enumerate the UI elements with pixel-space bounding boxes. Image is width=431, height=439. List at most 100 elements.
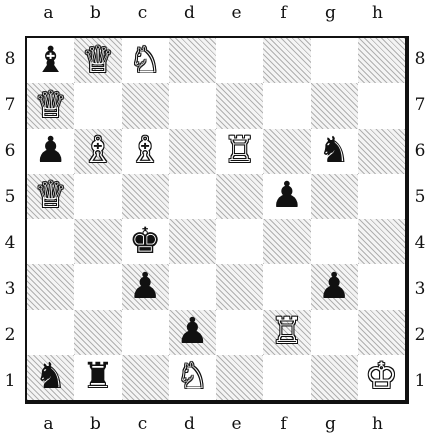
white-rook-icon[interactable]: ♖ [223,133,255,169]
white-king-icon[interactable]: ♔ [365,359,397,395]
black-pawn-icon[interactable]: ♟ [318,269,350,305]
rank-label-right-5: 5 [413,174,427,221]
black-bishop-icon[interactable]: ♝ [34,43,66,79]
square-g4[interactable] [311,219,358,264]
file-label-top-a: a [25,5,72,22]
square-a6[interactable]: ♟ [27,129,74,174]
file-label-bottom-d: d [166,416,213,433]
square-f4[interactable] [263,219,310,264]
black-king-icon[interactable]: ♚ [129,224,161,260]
square-d5[interactable] [169,174,216,219]
black-knight-icon[interactable]: ♞ [318,133,350,169]
square-c2[interactable] [122,310,169,355]
file-label-top-e: e [213,5,260,22]
square-h4[interactable] [358,219,405,264]
square-e2[interactable] [216,310,263,355]
square-e8[interactable] [216,38,263,83]
square-a4[interactable] [27,219,74,264]
square-e6[interactable]: ♖ [216,129,263,174]
square-b2[interactable] [74,310,121,355]
square-h1[interactable]: ♔ [358,355,405,400]
square-e4[interactable] [216,219,263,264]
square-h8[interactable] [358,38,405,83]
white-bishop-icon[interactable]: ♗ [129,133,161,169]
square-d3[interactable] [169,264,216,309]
square-f3[interactable] [263,264,310,309]
square-b4[interactable] [74,219,121,264]
black-pawn-icon[interactable]: ♟ [176,314,208,350]
rank-label-right-3: 3 [413,266,427,313]
white-rook-icon[interactable]: ♖ [271,314,303,350]
black-pawn-icon[interactable]: ♟ [129,269,161,305]
file-label-top-h: h [354,5,401,22]
black-pawn-icon[interactable]: ♟ [34,133,66,169]
square-h2[interactable] [358,310,405,355]
square-d4[interactable] [169,219,216,264]
square-a8[interactable]: ♝ [27,38,74,83]
square-a5[interactable]: ♕ [27,174,74,219]
square-d2[interactable]: ♟ [169,310,216,355]
square-c1[interactable] [122,355,169,400]
white-knight-icon[interactable]: ♘ [129,43,161,79]
square-c5[interactable] [122,174,169,219]
square-g6[interactable]: ♞ [311,129,358,174]
square-g7[interactable] [311,83,358,128]
square-a7[interactable]: ♕ [27,83,74,128]
square-e7[interactable] [216,83,263,128]
square-f2[interactable]: ♖ [263,310,310,355]
black-pawn-icon[interactable]: ♟ [271,178,303,214]
rank-label-left-8: 8 [3,36,17,83]
rank-label-right-2: 2 [413,312,427,359]
square-a2[interactable] [27,310,74,355]
square-h5[interactable] [358,174,405,219]
square-b8[interactable]: ♕ [74,38,121,83]
square-d1[interactable]: ♘ [169,355,216,400]
square-c8[interactable]: ♘ [122,38,169,83]
file-label-top-f: f [260,5,307,22]
square-b1[interactable]: ♜ [74,355,121,400]
white-bishop-icon[interactable]: ♗ [82,133,114,169]
file-label-bottom-c: c [119,416,166,433]
square-f7[interactable] [263,83,310,128]
square-f1[interactable] [263,355,310,400]
square-c4[interactable]: ♚ [122,219,169,264]
square-e5[interactable] [216,174,263,219]
rank-label-left-1: 1 [3,358,17,405]
square-h3[interactable] [358,264,405,309]
square-f6[interactable] [263,129,310,174]
square-b6[interactable]: ♗ [74,129,121,174]
square-h6[interactable] [358,129,405,174]
square-e3[interactable] [216,264,263,309]
square-b3[interactable] [74,264,121,309]
rank-label-right-1: 1 [413,358,427,405]
square-g8[interactable] [311,38,358,83]
square-f8[interactable] [263,38,310,83]
file-label-bottom-g: g [307,416,354,433]
white-queen-icon[interactable]: ♕ [34,88,66,124]
square-d7[interactable] [169,83,216,128]
square-g1[interactable] [311,355,358,400]
rank-label-left-7: 7 [3,82,17,129]
square-h7[interactable] [358,83,405,128]
square-c3[interactable]: ♟ [122,264,169,309]
square-a1[interactable]: ♞ [27,355,74,400]
square-d8[interactable] [169,38,216,83]
square-e1[interactable] [216,355,263,400]
square-d6[interactable] [169,129,216,174]
square-g3[interactable]: ♟ [311,264,358,309]
rank-label-left-4: 4 [3,220,17,267]
chess-board: ♝ ♕ ♘ ♕ ♟ ♗ ♗ ♖ ♞ ♕ ♟ ♚ ♟ ♟ ♟ ♖ ♞ ♜ ♘ ♔ [25,36,409,404]
square-g2[interactable] [311,310,358,355]
square-c7[interactable] [122,83,169,128]
black-rook-icon[interactable]: ♜ [82,359,114,395]
white-queen-icon[interactable]: ♕ [34,178,66,214]
square-g5[interactable] [311,174,358,219]
square-f5[interactable]: ♟ [263,174,310,219]
square-b7[interactable] [74,83,121,128]
black-knight-icon[interactable]: ♞ [34,359,66,395]
square-b5[interactable] [74,174,121,219]
white-knight-icon[interactable]: ♘ [176,359,208,395]
square-c6[interactable]: ♗ [122,129,169,174]
square-a3[interactable] [27,264,74,309]
white-queen-icon[interactable]: ♕ [82,43,114,79]
